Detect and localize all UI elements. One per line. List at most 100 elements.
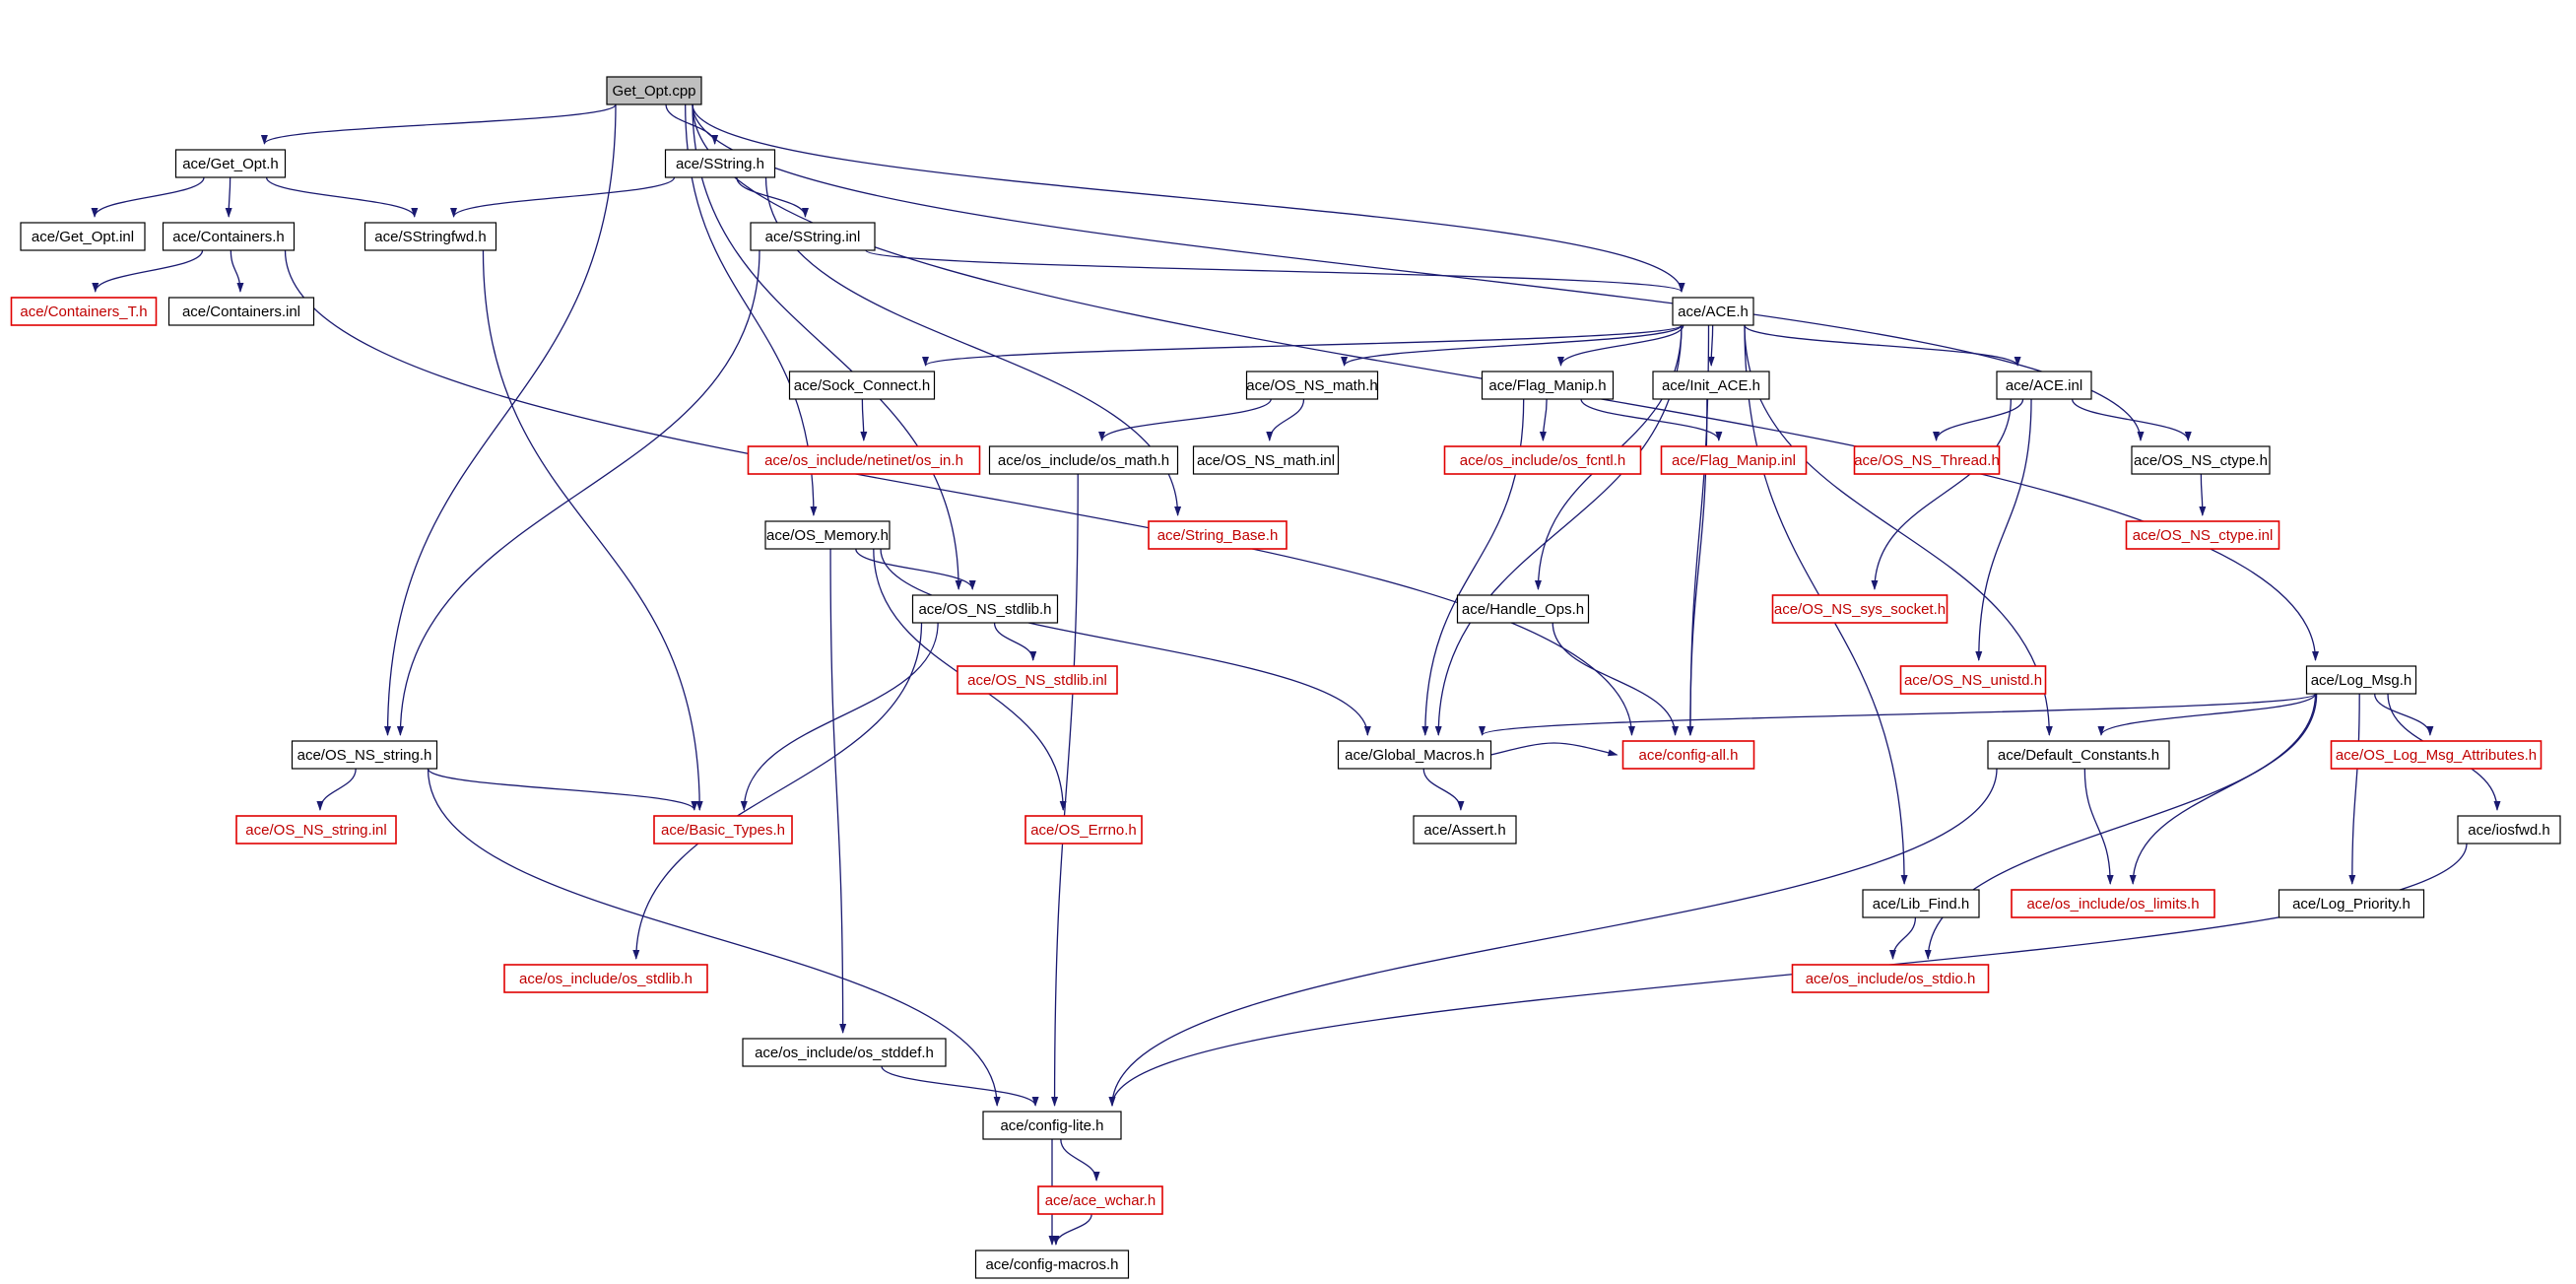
- node-global_macros_h[interactable]: ace/Global_Macros.h: [1337, 740, 1492, 770]
- node-os_ns_sys_socket_h[interactable]: ace/OS_NS_sys_socket.h: [1771, 594, 1949, 624]
- node-box-sock_connect_h: [788, 371, 936, 400]
- node-box-containers_t_h: [10, 297, 158, 326]
- node-basic_types_h[interactable]: ace/Basic_Types.h: [653, 815, 793, 845]
- node-label-assert_h: ace/Assert.h: [1423, 822, 1505, 839]
- node-label-get_opt_inl: ace/Get_Opt.inl: [32, 229, 134, 245]
- node-box-os_stddef_h: [742, 1038, 947, 1067]
- node-label-os_ns_stdlib_inl: ace/OS_NS_stdlib.inl: [967, 672, 1107, 689]
- node-os_errno_h[interactable]: ace/OS_Errno.h: [1024, 815, 1143, 845]
- node-log_msg_h[interactable]: ace/Log_Msg.h: [2305, 665, 2417, 695]
- node-os_ns_stdlib_inl[interactable]: ace/OS_NS_stdlib.inl: [957, 665, 1118, 695]
- include-edge-ace_inl-to-os_ns_sys_socket_h: [1871, 398, 2012, 590]
- node-assert_h[interactable]: ace/Assert.h: [1413, 815, 1517, 845]
- node-sstring_inl[interactable]: ace/SString.inl: [750, 222, 876, 251]
- node-config_lite_h[interactable]: ace/config-lite.h: [982, 1111, 1122, 1140]
- node-ace_wchar_h[interactable]: ace/ace_wchar.h: [1037, 1185, 1163, 1215]
- include-edge-get_opt_h-to-get_opt_inl: [91, 176, 205, 218]
- node-get_opt_h[interactable]: ace/Get_Opt.h: [174, 149, 287, 178]
- include-edge-log_msg_h-to-os_log_msg_attributes_h: [2374, 693, 2434, 736]
- include-edge-get_opt_cpp-to-os_memory_h: [685, 103, 818, 516]
- node-os_ns_ctype_inl[interactable]: ace/OS_NS_ctype.inl: [2125, 520, 2280, 550]
- include-edge-ace_h-to-global_macros_h: [1434, 324, 1683, 736]
- node-get_opt_cpp[interactable]: Get_Opt.cpp: [606, 76, 702, 105]
- node-box-containers_h: [162, 222, 296, 251]
- node-os_fcntl_h[interactable]: ace/os_include/os_fcntl.h: [1443, 445, 1642, 475]
- node-ace_inl[interactable]: ace/ACE.inl: [1996, 371, 2092, 400]
- node-label-os_ns_ctype_inl: ace/OS_NS_ctype.inl: [2133, 527, 2274, 544]
- node-handle_ops_h[interactable]: ace/Handle_Ops.h: [1456, 594, 1590, 624]
- node-box-ace_h: [1672, 297, 1754, 326]
- node-label-config_all_h: ace/config-all.h: [1639, 747, 1739, 764]
- node-label-get_opt_h: ace/Get_Opt.h: [182, 156, 279, 172]
- node-os_ns_ctype_h[interactable]: ace/OS_NS_ctype.h: [2131, 445, 2271, 475]
- node-sstring_h[interactable]: ace/SString.h: [664, 149, 776, 178]
- include-edge-os_ns_stdlib_h-to-os_ns_stdlib_inl: [993, 622, 1037, 661]
- node-label-os_limits_h: ace/os_include/os_limits.h: [2026, 896, 2199, 912]
- include-edge-ace_h-to-init_ace_h: [1707, 324, 1715, 367]
- node-label-os_ns_unistd_h: ace/OS_NS_unistd.h: [1904, 672, 2042, 689]
- node-box-os_in_h: [747, 445, 981, 475]
- node-containers_h[interactable]: ace/Containers.h: [162, 222, 296, 251]
- include-edge-lib_find_h-to-os_stdio_h: [1888, 916, 1917, 960]
- node-init_ace_h[interactable]: ace/Init_ACE.h: [1652, 371, 1770, 400]
- node-label-log_msg_h: ace/Log_Msg.h: [2311, 672, 2412, 689]
- node-box-flag_manip_h: [1481, 371, 1615, 400]
- include-edge-get_opt_cpp-to-os_ns_stdlib_h: [692, 103, 962, 590]
- node-label-os_fcntl_h: ace/os_include/os_fcntl.h: [1460, 452, 1625, 469]
- node-lib_find_h[interactable]: ace/Lib_Find.h: [1862, 889, 1980, 918]
- node-ace_h[interactable]: ace/ACE.h: [1672, 297, 1754, 326]
- node-sock_connect_h[interactable]: ace/Sock_Connect.h: [788, 371, 936, 400]
- include-edge-os_ns_math_h-to-os_math_h: [1098, 398, 1272, 441]
- node-log_priority_h[interactable]: ace/Log_Priority.h: [2278, 889, 2425, 918]
- node-config_macros_h[interactable]: ace/config-macros.h: [974, 1250, 1130, 1279]
- node-os_ns_string_h[interactable]: ace/OS_NS_string.h: [291, 740, 438, 770]
- node-label-ace_inl: ace/ACE.inl: [2006, 377, 2082, 394]
- include-edge-log_msg_h-to-log_priority_h: [2348, 693, 2360, 885]
- node-os_limits_h[interactable]: ace/os_include/os_limits.h: [2011, 889, 2215, 918]
- node-os_ns_stdlib_h[interactable]: ace/OS_NS_stdlib.h: [911, 594, 1059, 624]
- include-edge-iosfwd_h-to-config_lite_h: [1108, 843, 2468, 1107]
- include-edge-os_ns_stdlib_h-to-os_stdlib_h: [632, 622, 923, 960]
- node-label-os_ns_stdlib_h: ace/OS_NS_stdlib.h: [918, 601, 1051, 618]
- node-os_math_h[interactable]: ace/os_include/os_math.h: [988, 445, 1179, 475]
- include-edge-flag_manip_h-to-os_fcntl_h: [1539, 398, 1548, 441]
- include-edge-ace_h-to-sock_connect_h: [922, 324, 1683, 367]
- node-containers_inl[interactable]: ace/Containers.inl: [167, 297, 315, 326]
- node-box-os_memory_h: [764, 520, 891, 550]
- node-containers_t_h[interactable]: ace/Containers_T.h: [10, 297, 158, 326]
- node-flag_manip_h[interactable]: ace/Flag_Manip.h: [1481, 371, 1615, 400]
- node-get_opt_inl[interactable]: ace/Get_Opt.inl: [20, 222, 146, 251]
- node-box-os_ns_unistd_h: [1899, 665, 2047, 695]
- node-os_memory_h[interactable]: ace/OS_Memory.h: [764, 520, 891, 550]
- node-label-iosfwd_h: ace/iosfwd.h: [2468, 822, 2549, 839]
- node-sstringfwd_h[interactable]: ace/SStringfwd.h: [363, 222, 497, 251]
- node-box-os_stdlib_h: [503, 964, 708, 993]
- include-edge-get_opt_cpp-to-os_ns_string_h: [384, 103, 617, 736]
- include-edge-os_ns_string_h-to-basic_types_h: [427, 768, 698, 811]
- node-flag_manip_inl[interactable]: ace/Flag_Manip.inl: [1660, 445, 1808, 475]
- node-os_ns_math_h[interactable]: ace/OS_NS_math.h: [1245, 371, 1379, 400]
- node-os_ns_string_inl[interactable]: ace/OS_NS_string.inl: [235, 815, 397, 845]
- node-os_stddef_h[interactable]: ace/os_include/os_stddef.h: [742, 1038, 947, 1067]
- node-default_constants_h[interactable]: ace/Default_Constants.h: [1987, 740, 2170, 770]
- node-config_all_h[interactable]: ace/config-all.h: [1621, 740, 1755, 770]
- include-edge-containers_h-to-containers_t_h: [92, 249, 204, 293]
- node-os_log_msg_attributes_h[interactable]: ace/OS_Log_Msg_Attributes.h: [2330, 740, 2543, 770]
- include-edge-os_memory_h-to-os_ns_stdlib_h: [855, 548, 976, 590]
- node-box-lib_find_h: [1862, 889, 1980, 918]
- node-os_ns_math_inl[interactable]: ace/OS_NS_math.inl: [1192, 445, 1340, 475]
- node-iosfwd_h[interactable]: ace/iosfwd.h: [2457, 815, 2561, 845]
- node-label-string_base_h: ace/String_Base.h: [1157, 527, 1279, 544]
- node-os_stdio_h[interactable]: ace/os_include/os_stdio.h: [1791, 964, 1990, 993]
- node-os_in_h[interactable]: ace/os_include/netinet/os_in.h: [747, 445, 981, 475]
- node-os_ns_unistd_h[interactable]: ace/OS_NS_unistd.h: [1899, 665, 2047, 695]
- node-label-os_stdio_h: ace/os_include/os_stdio.h: [1806, 971, 1976, 987]
- node-os_stdlib_h[interactable]: ace/os_include/os_stdlib.h: [503, 964, 708, 993]
- node-os_ns_thread_h[interactable]: ace/OS_NS_Thread.h: [1853, 445, 2001, 475]
- node-label-os_ns_string_inl: ace/OS_NS_string.inl: [245, 822, 386, 839]
- include-edge-os_memory_h-to-global_macros_h: [880, 548, 1371, 736]
- node-string_base_h[interactable]: ace/String_Base.h: [1148, 520, 1288, 550]
- node-label-get_opt_cpp: Get_Opt.cpp: [612, 83, 695, 100]
